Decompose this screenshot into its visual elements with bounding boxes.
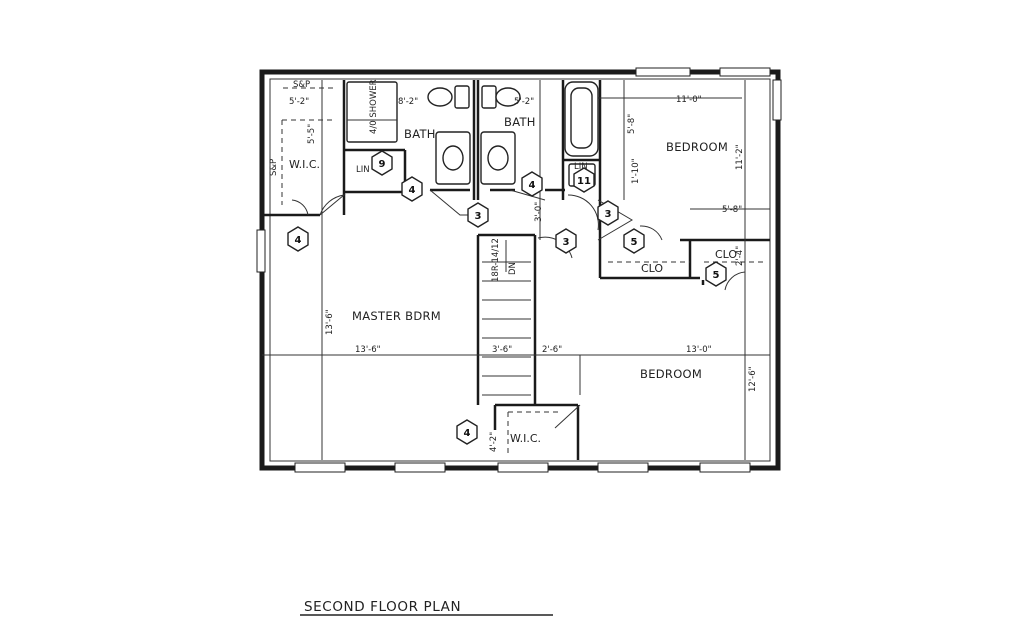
- room-label-bedroom-2: BEDROOM: [640, 367, 702, 381]
- door-tag: 4: [287, 226, 309, 252]
- svg-text:4: 4: [409, 185, 416, 196]
- windows: [256, 67, 782, 473]
- room-label-linen-1: LIN: [356, 165, 370, 175]
- dashed-lines: [281, 87, 765, 455]
- svg-text:3'-6": 3'-6": [492, 345, 512, 355]
- dimension-labels: 5'-2" 5'-5" 8'-2" 5'-2" 11'-0" 5'-8" 11'…: [289, 95, 758, 452]
- svg-text:5'-5": 5'-5": [307, 124, 317, 144]
- svg-text:4: 4: [295, 235, 302, 246]
- door-tag: 4: [456, 419, 478, 445]
- svg-text:5'-2": 5'-2": [289, 97, 309, 107]
- door-tag: 3: [555, 228, 577, 254]
- door-tag: 9: [371, 150, 393, 176]
- svg-text:4'-2": 4'-2": [489, 432, 499, 452]
- plumbing-fixtures: [346, 81, 599, 187]
- room-labels: MASTER BDRM BEDROOM BEDROOM BATH BATH W.…: [269, 79, 737, 445]
- door-tag: 11: [573, 167, 595, 193]
- svg-text:3: 3: [563, 237, 570, 248]
- svg-text:11'-0": 11'-0": [676, 95, 702, 105]
- svg-text:12'-6": 12'-6": [748, 366, 758, 392]
- svg-text:4: 4: [529, 180, 536, 191]
- room-label-master-bedroom: MASTER BDRM: [352, 309, 441, 323]
- door-tag: 4: [401, 176, 423, 202]
- svg-text:2'-6": 2'-6": [542, 345, 562, 355]
- svg-text:2'-4": 2'-4": [735, 246, 745, 266]
- svg-text:5: 5: [631, 237, 638, 248]
- room-label-closet-1: CLO: [641, 262, 663, 275]
- exterior-walls: [259, 69, 781, 471]
- label-stair-note: 18R-14/12: [491, 238, 501, 282]
- svg-text:1'-10": 1'-10": [631, 158, 641, 184]
- plan-title: SECOND FLOOR PLAN: [300, 599, 553, 616]
- door-tags: 4 9 4 3 4 3 11 3 5 5 4: [287, 150, 727, 445]
- room-label-bath-1: BATH: [404, 127, 436, 141]
- svg-text:5: 5: [713, 270, 720, 281]
- dimension-lines: [321, 80, 770, 460]
- svg-text:13'-6": 13'-6": [355, 345, 381, 355]
- label-shelf-2: S&P: [269, 159, 279, 176]
- room-label-closet-2: CLO: [715, 248, 737, 261]
- room-label-wic-1: W.I.C.: [289, 158, 320, 171]
- room-label-wic-2: W.I.C.: [510, 432, 541, 445]
- svg-text:11'-2": 11'-2": [735, 144, 745, 170]
- svg-text:9: 9: [379, 159, 386, 170]
- svg-text:3: 3: [605, 209, 612, 220]
- svg-text:4: 4: [464, 428, 471, 439]
- svg-text:5'-8": 5'-8": [722, 205, 742, 215]
- stairs: [482, 240, 531, 396]
- svg-text:3'-0": 3'-0": [534, 202, 544, 222]
- svg-text:3: 3: [475, 211, 482, 222]
- svg-text:8'-2": 8'-2": [398, 97, 418, 107]
- door-swings: [291, 189, 746, 429]
- svg-text:5'-2": 5'-2": [514, 97, 534, 107]
- door-tag: 3: [467, 202, 489, 228]
- door-tag: 5: [705, 261, 727, 287]
- room-label-linen-2: LIN: [574, 162, 588, 172]
- plan-title-text: SECOND FLOOR PLAN: [304, 599, 461, 615]
- room-label-shower: 4/0 SHOWER: [369, 79, 379, 134]
- room-label-bath-2: BATH: [504, 115, 536, 129]
- interior-walls: [262, 80, 770, 460]
- svg-text:5'-8": 5'-8": [627, 114, 637, 134]
- svg-text:13'-0": 13'-0": [686, 345, 712, 355]
- room-label-bedroom-1: BEDROOM: [666, 140, 728, 154]
- door-tag: 5: [623, 228, 645, 254]
- door-tag: 3: [597, 200, 619, 226]
- svg-text:11: 11: [577, 176, 591, 187]
- label-shelf-1: S&P: [293, 80, 310, 90]
- door-tag: 4: [521, 171, 543, 197]
- label-stair-dn: DN: [508, 262, 518, 275]
- svg-text:13'-6": 13'-6": [325, 309, 335, 335]
